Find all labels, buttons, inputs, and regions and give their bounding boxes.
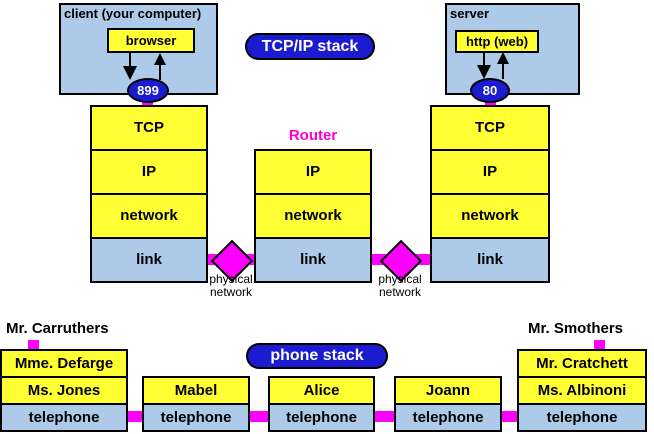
person-row: Mabel — [142, 376, 250, 405]
phone-line-bar — [126, 411, 144, 422]
person-row: Mr. Cratchett — [517, 349, 647, 378]
client-protocol-stack: TCP IP network link — [90, 105, 208, 283]
alice-phone-stack: Alice telephone — [268, 376, 375, 432]
layer-ip: IP — [430, 149, 550, 195]
layer-link: link — [254, 237, 372, 283]
server-title: server — [450, 6, 490, 21]
layer-network: network — [430, 193, 550, 239]
connector-square — [28, 340, 39, 349]
up-arrow-icon — [154, 53, 166, 80]
phone-line-bar — [501, 411, 519, 422]
connector-square — [142, 100, 153, 108]
telephone-row: telephone — [142, 403, 250, 432]
http-web-box: http (web) — [455, 30, 539, 53]
client-title: client (your computer) — [64, 6, 202, 21]
telephone-row: telephone — [0, 403, 128, 432]
telephone-row: telephone — [394, 403, 502, 432]
joann-phone-stack: Joann telephone — [394, 376, 502, 432]
server-protocol-stack: TCP IP network link — [430, 105, 550, 283]
layer-network: network — [254, 193, 372, 239]
person-row: Mme. Defarge — [0, 349, 128, 378]
person-row: Alice — [268, 376, 375, 405]
phone-stack-pill: phone stack — [246, 343, 388, 369]
down-arrow-icon — [123, 53, 137, 80]
left-phone-stack: Mme. Defarge Ms. Jones telephone — [0, 349, 128, 432]
down-arrow-icon — [477, 52, 491, 79]
right-person-label: Mr. Smothers — [528, 320, 624, 337]
router-protocol-stack: IP network link — [254, 149, 372, 283]
layer-ip: IP — [254, 149, 372, 195]
person-row: Joann — [394, 376, 502, 405]
phone-line-bar — [249, 411, 270, 422]
layer-link: link — [430, 237, 550, 283]
telephone-row: telephone — [517, 403, 647, 432]
up-arrow-icon — [497, 52, 509, 79]
right-phone-stack: Mr. Cratchett Ms. Albinoni telephone — [517, 349, 647, 432]
layer-network: network — [90, 193, 208, 239]
tcpip-stack-pill: TCP/IP stack — [245, 33, 375, 60]
server-port-oval: 80 — [470, 78, 510, 103]
left-person-label: Mr. Carruthers — [6, 320, 109, 337]
browser-box: browser — [107, 28, 195, 53]
layer-tcp: TCP — [430, 105, 550, 151]
mabel-phone-stack: Mabel telephone — [142, 376, 250, 432]
connector-square — [594, 340, 605, 349]
phone-line-bar — [374, 411, 396, 422]
connector-square — [485, 100, 496, 108]
client-port-oval: 899 — [127, 78, 169, 103]
layer-link: link — [90, 237, 208, 283]
layer-ip: IP — [90, 149, 208, 195]
telephone-row: telephone — [268, 403, 375, 432]
person-row: Ms. Jones — [0, 376, 128, 405]
layer-tcp: TCP — [90, 105, 208, 151]
person-row: Ms. Albinoni — [517, 376, 647, 405]
physical-network-label: physical network — [209, 272, 253, 299]
physical-network-label: physical network — [378, 272, 422, 299]
router-label: Router — [288, 127, 338, 144]
